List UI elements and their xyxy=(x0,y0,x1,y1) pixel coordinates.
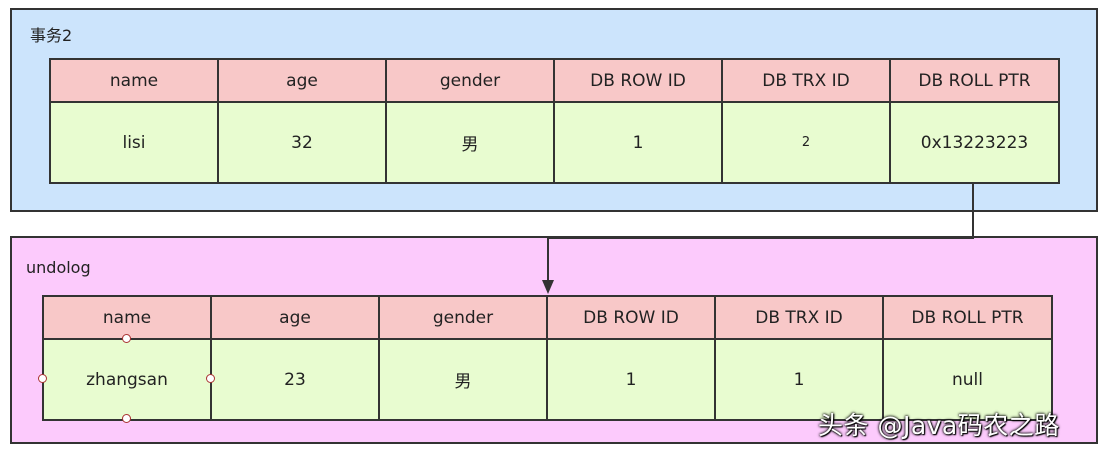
cell-db-trx-id: 1 xyxy=(714,338,884,421)
cell-gender: 男 xyxy=(385,101,555,184)
undolog-panel-title: undolog xyxy=(26,258,91,277)
cell-age: 32 xyxy=(217,101,387,184)
column-header-db-row-id: DB ROW ID xyxy=(546,295,716,340)
resize-handle-top[interactable] xyxy=(122,334,131,343)
column-header-gender: gender xyxy=(378,295,548,340)
column-header-db-roll-ptr: DB ROLL PTR xyxy=(882,295,1053,340)
cell-db-row-id: 1 xyxy=(553,101,723,184)
table-row: lisi 32 男 1 2 0x13223223 xyxy=(49,101,1060,184)
cell-db-row-id: 1 xyxy=(546,338,716,421)
cell-age: 23 xyxy=(210,338,380,421)
table-row: zhangsan 23 男 1 1 null xyxy=(42,338,1053,421)
column-header-db-trx-id: DB TRX ID xyxy=(714,295,884,340)
column-header-db-row-id: DB ROW ID xyxy=(553,58,723,103)
cell-db-roll-ptr: 0x13223223 xyxy=(889,101,1060,184)
column-header-gender: gender xyxy=(385,58,555,103)
table-header-row: name age gender DB ROW ID DB TRX ID DB R… xyxy=(49,58,1060,103)
roll-pointer-connector xyxy=(547,182,974,284)
resize-handle-bottom[interactable] xyxy=(122,414,131,423)
cell-name: lisi xyxy=(49,101,219,184)
table-header-row: name age gender DB ROW ID DB TRX ID DB R… xyxy=(42,295,1053,340)
cell-gender: 男 xyxy=(378,338,548,421)
column-header-name: name xyxy=(49,58,219,103)
roll-pointer-arrowhead xyxy=(542,280,554,294)
resize-handle-left[interactable] xyxy=(38,374,47,383)
cell-db-roll-ptr: null xyxy=(882,338,1053,421)
undolog-table: name age gender DB ROW ID DB TRX ID DB R… xyxy=(42,295,1053,421)
cell-db-trx-id: 2 xyxy=(721,101,891,184)
resize-handle-right[interactable] xyxy=(206,374,215,383)
transaction-table: name age gender DB ROW ID DB TRX ID DB R… xyxy=(49,58,1060,184)
column-header-age: age xyxy=(217,58,387,103)
column-header-db-trx-id: DB TRX ID xyxy=(721,58,891,103)
watermark: 头条 @Java码农之路 xyxy=(818,411,1060,440)
transaction-panel-title: 事务2 xyxy=(30,26,73,45)
column-header-age: age xyxy=(210,295,380,340)
column-header-name: name xyxy=(42,295,212,340)
column-header-db-roll-ptr: DB ROLL PTR xyxy=(889,58,1060,103)
